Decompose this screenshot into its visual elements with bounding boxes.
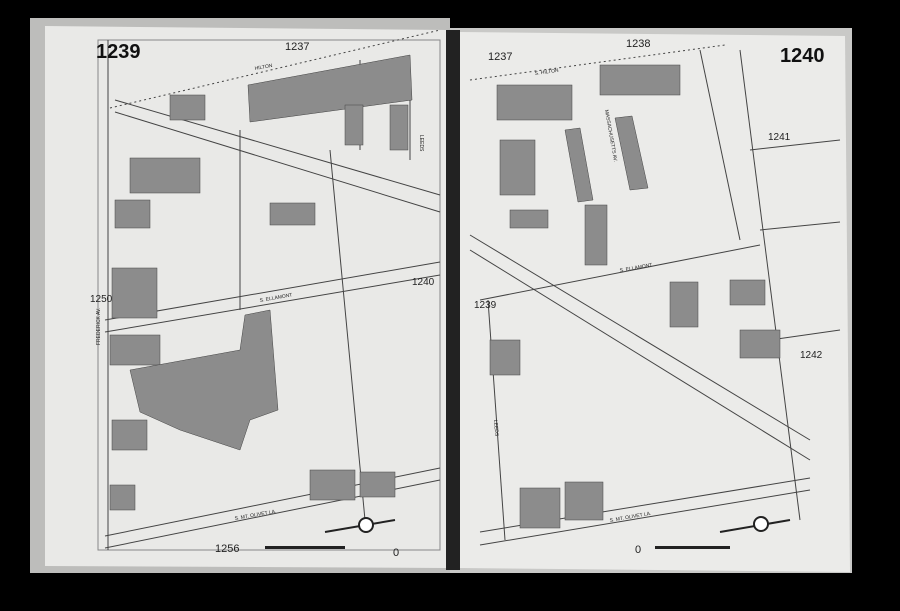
sheet-number-1240: 1240	[780, 45, 825, 67]
right-buildings	[489, 64, 781, 529]
street-label-hilton: HILTON	[254, 63, 273, 72]
adjacent-sheet-label: 0	[635, 544, 641, 556]
left-buildings	[109, 54, 413, 511]
adjacent-sheet-label: 1256	[215, 543, 239, 555]
street-label-s-ellamont: S. ELLAMONT	[619, 262, 653, 274]
adjacent-sheet-label: 1237	[488, 51, 512, 63]
compass-rose-icon	[719, 516, 791, 533]
adjacent-sheet-label: 1238	[626, 38, 650, 50]
left-page: 1239 1237 1240 1250 1256 0 HILTON LEEDS …	[45, 26, 448, 568]
street-label-leeds: LEEDS	[418, 135, 424, 152]
scale-bar	[265, 546, 345, 549]
adjacent-sheet-label: 1241	[768, 132, 791, 143]
book-gutter	[446, 30, 460, 570]
sheet-number-1239: 1239	[96, 41, 141, 63]
street-label-ellamont: S. ELLAMONT	[259, 292, 293, 304]
street-label-leeds: LEEDS	[492, 420, 499, 438]
street-label-s-hilton: S. HILTON	[534, 68, 559, 77]
scale-bar	[655, 546, 730, 549]
adjacent-sheet-label: 1239	[474, 300, 497, 311]
street-label-frederick: FREDERICK AV.	[96, 308, 102, 345]
adjacent-sheet-label: 1242	[800, 350, 823, 361]
adjacent-sheet-label: 1237	[285, 41, 309, 53]
right-page: 1240 1237 1238 1241 1242 1239 0 S. HILTO…	[460, 32, 850, 572]
adjacent-sheet-label: 1250	[90, 294, 113, 305]
adjacent-sheet-label: 1240	[412, 277, 435, 288]
adjacent-sheet-label: 0	[393, 547, 399, 559]
compass-rose-icon	[324, 517, 396, 533]
